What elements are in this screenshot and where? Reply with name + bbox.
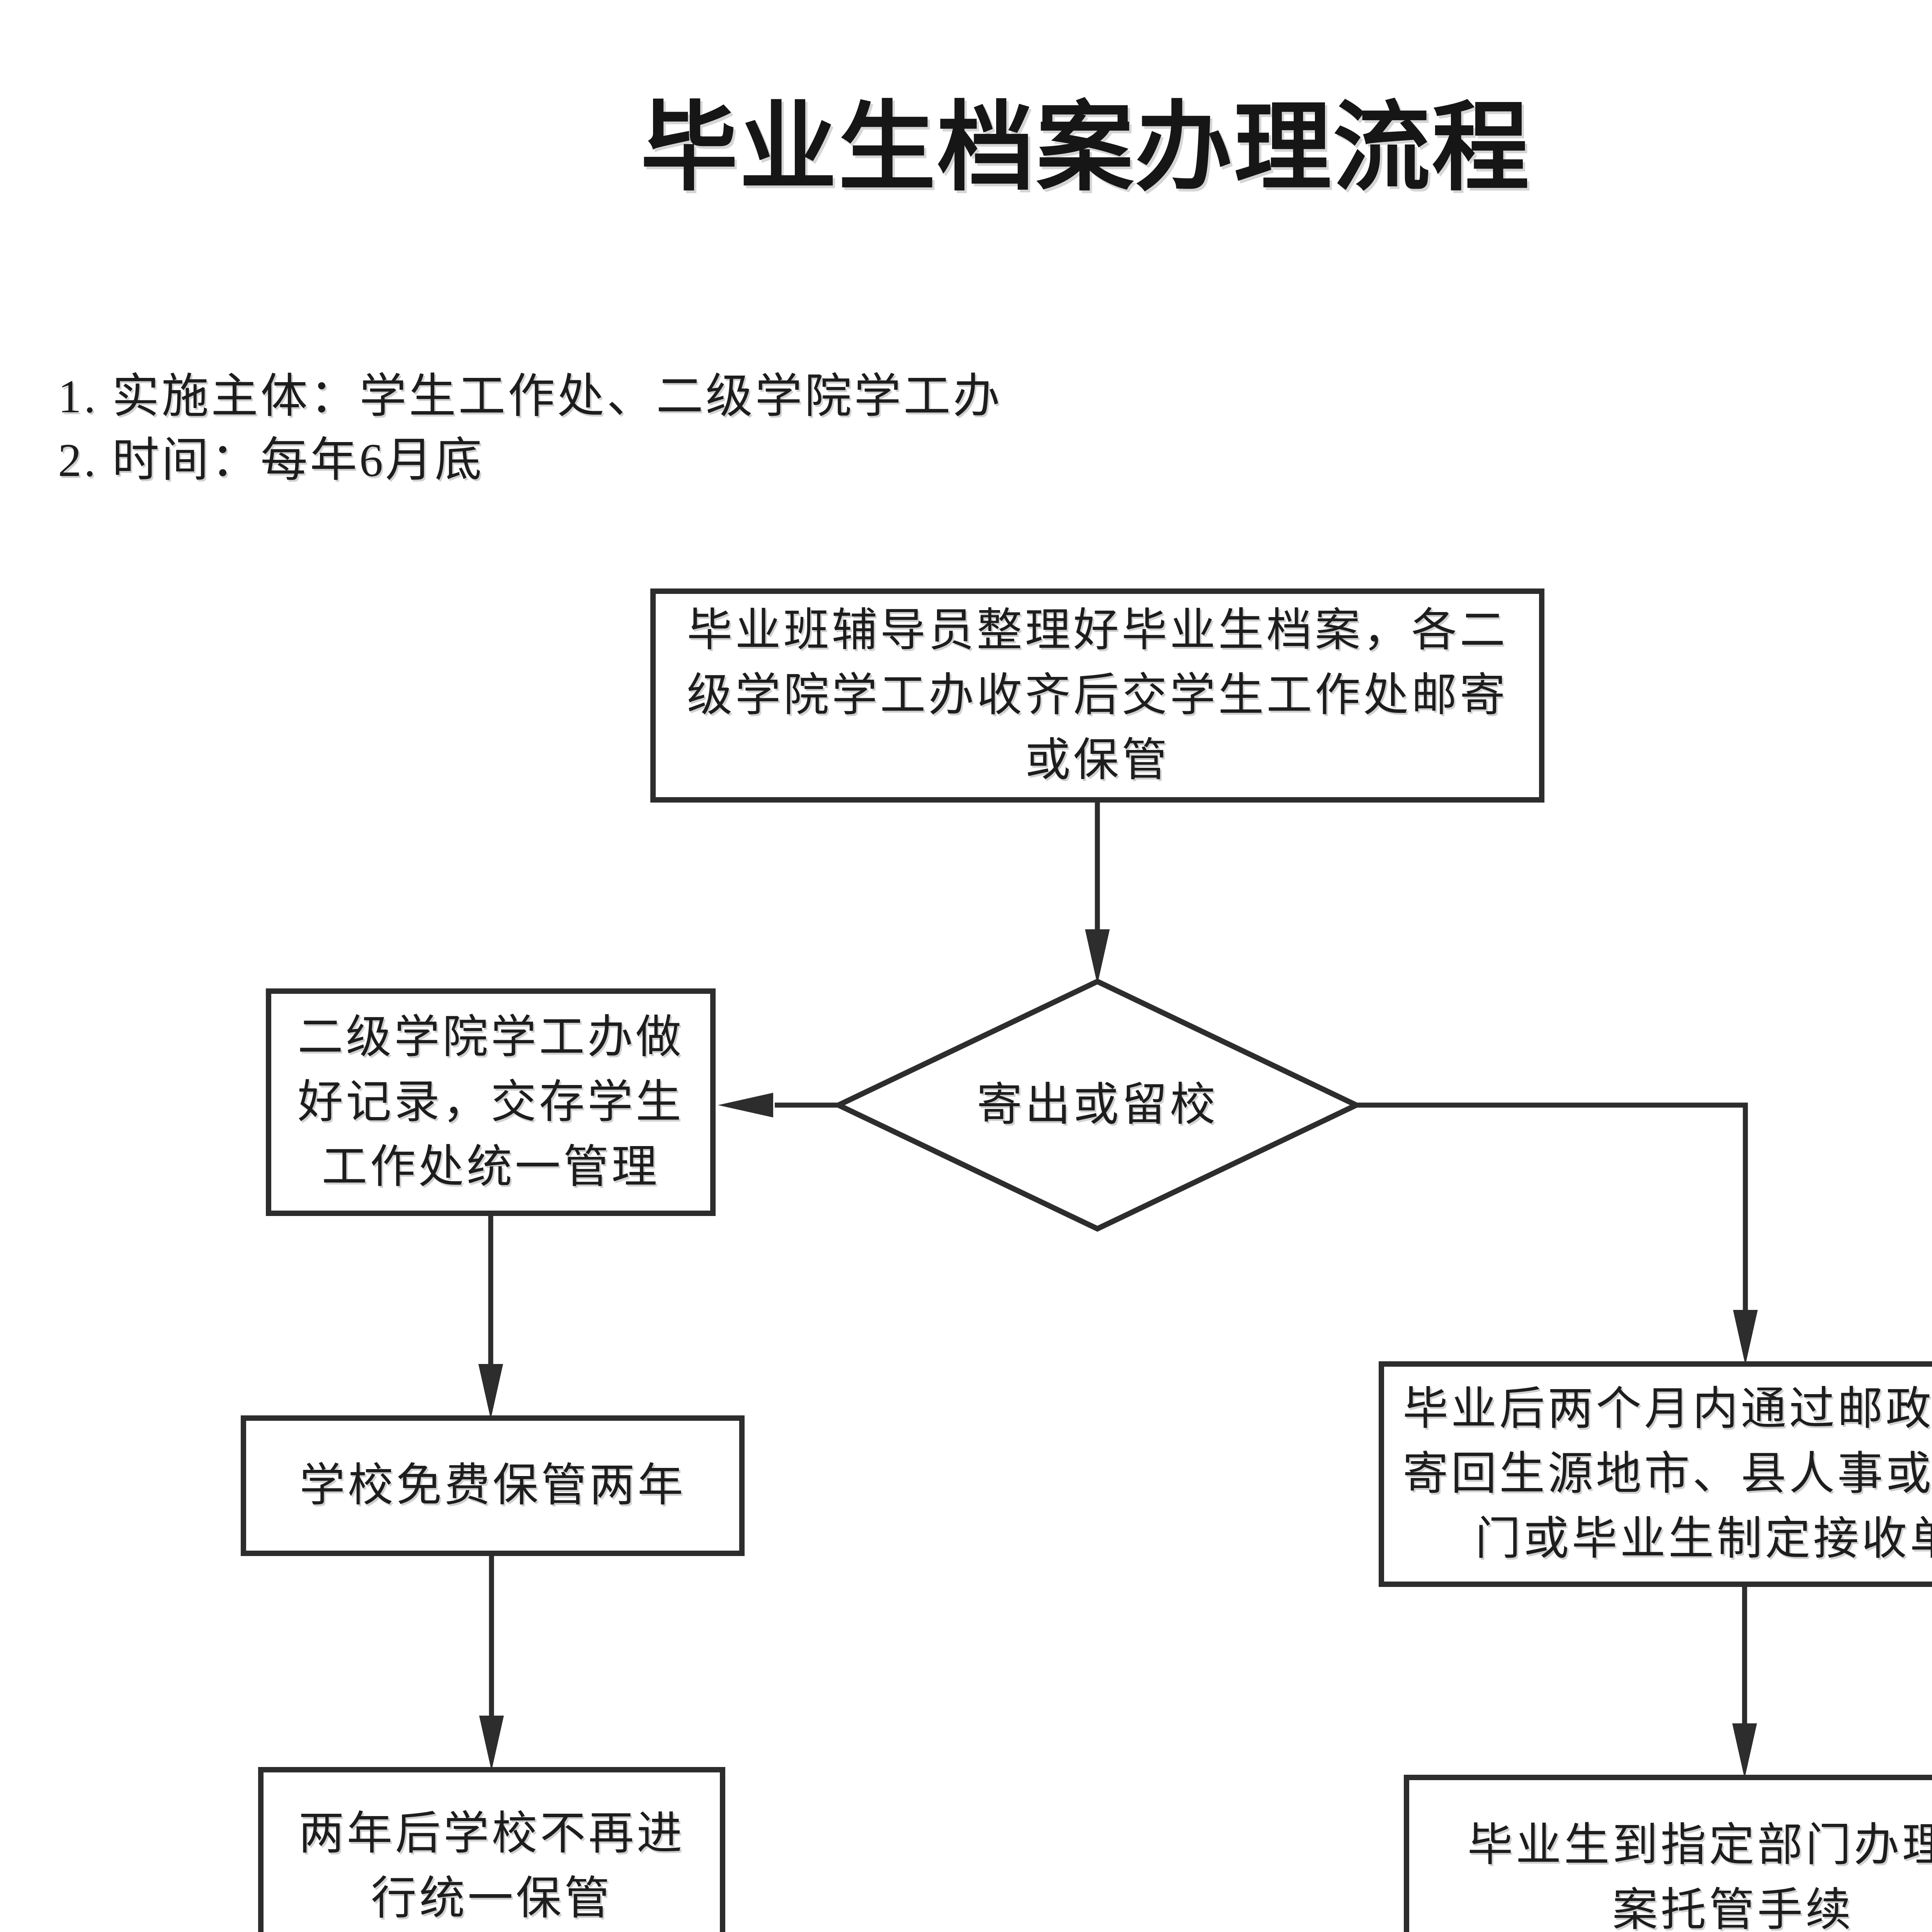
record-line: 工作处统一管理 <box>321 1141 660 1192</box>
note-implementer: 1. 实施主体：学生工作处、二级学院学工办 <box>58 371 1002 423</box>
custody-node-label: 毕业生到指定部门办理档 案托管手续 <box>1406 1777 1932 1932</box>
arrowhead-record-storage <box>478 1364 503 1419</box>
start-node-label: 毕业班辅导员整理好毕业生档案，各二 级学院学工办收齐后交学生工作处邮寄 或保管 <box>653 591 1542 800</box>
record-line: 好记录，交存学生 <box>297 1077 684 1128</box>
start-line: 级学院学工办收齐后交学生工作处邮寄 <box>687 670 1508 721</box>
arrowhead-decision-record <box>718 1093 773 1117</box>
note-time: 2. 时间：每年6月底 <box>58 434 484 486</box>
mail-node-label: 毕业后两个月内通过邮政部门邮 寄回生源地市、县人事或社保部 门或毕业生制定接收单… <box>1381 1364 1932 1584</box>
decision-diamond <box>832 978 1363 1232</box>
expire-line: 两年后学校不再进 <box>298 1808 685 1859</box>
custody-line: 毕业生到指定部门办理档 <box>1467 1820 1932 1871</box>
start-line: 毕业班辅导员整理好毕业生档案，各二 <box>687 605 1508 656</box>
page-title: 毕业生档案办理流程 <box>640 94 1531 202</box>
arrowhead-start-decision <box>1085 929 1110 985</box>
mail-box <box>1379 1361 1932 1587</box>
decision-line: 寄出或留校 <box>976 1080 1218 1130</box>
arrowhead-decision-mail <box>1733 1310 1758 1365</box>
mail-line: 门或毕业生制定接收单位 <box>1475 1514 1932 1564</box>
storage-line: 学校免费保管两年 <box>299 1460 686 1511</box>
expire-line: 行统一保管 <box>371 1873 612 1924</box>
start-line: 或保管 <box>1025 735 1170 786</box>
custody-box <box>1404 1775 1932 1932</box>
arrowhead-mail-custody <box>1732 1723 1757 1779</box>
arrowhead-storage-expire <box>479 1716 504 1771</box>
record-node-label: 二级学院学工办做 好记录，交存学生 工作处统一管理 <box>269 991 713 1213</box>
expire-node-label: 两年后学校不再进 行统一保管 <box>261 1770 723 1932</box>
record-line: 二级学院学工办做 <box>297 1012 684 1063</box>
mail-line: 寄回生源地市、县人事或社保部 <box>1402 1449 1932 1499</box>
decision-node-label: 寄出或留校 <box>838 981 1356 1229</box>
custody-line: 案托管手续 <box>1612 1885 1854 1932</box>
storage-node-label: 学校免费保管两年 <box>243 1418 742 1553</box>
mail-line: 毕业后两个月内通过邮政部门邮 <box>1402 1384 1932 1434</box>
edge-decision-mail <box>1356 1102 1748 1314</box>
